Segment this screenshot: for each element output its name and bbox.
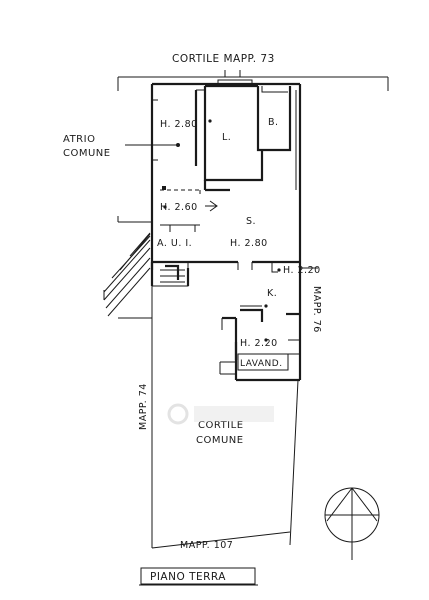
label-mapp-74: MAPP. 74 [138,383,149,430]
title-piano-terra: PIANO TERRA [150,571,226,583]
label-mapp-76: MAPP. 76 [311,286,322,333]
label-cortile-comune-2: COMUNE [196,435,244,446]
label-room-k: K. [267,288,277,299]
label-room-b: B. [268,117,279,128]
label-h-220-lav: H. 2.20 [240,338,278,349]
label-cortile-comune-1: CORTILE [198,420,244,431]
label-aui: A. U. I. [157,238,192,249]
label-lavand: LAVAND. [240,359,283,369]
label-h-260: H. 2.60 [160,202,198,213]
label-cortile-mapp-73: CORTILE MAPP. 73 [172,53,275,65]
label-room-l: L. [222,132,231,143]
north-arrow-icon [324,487,380,560]
label-room-s: S. [246,216,256,227]
label-mapp-107: MAPP. 107 [180,540,233,551]
label-atrio: ATRIO [63,134,95,145]
label-h-220-right: H. 2.20 [283,265,321,276]
watermark-logo [167,403,274,425]
label-h-280-s: H. 2.80 [230,238,268,249]
stairs-icon [150,261,190,287]
hatched-ramp [103,232,151,317]
title-box: PIANO TERRA [139,567,258,586]
label-atrio-comune: COMUNE [63,148,111,159]
label-h-280-top: H. 2.80 [160,119,198,130]
